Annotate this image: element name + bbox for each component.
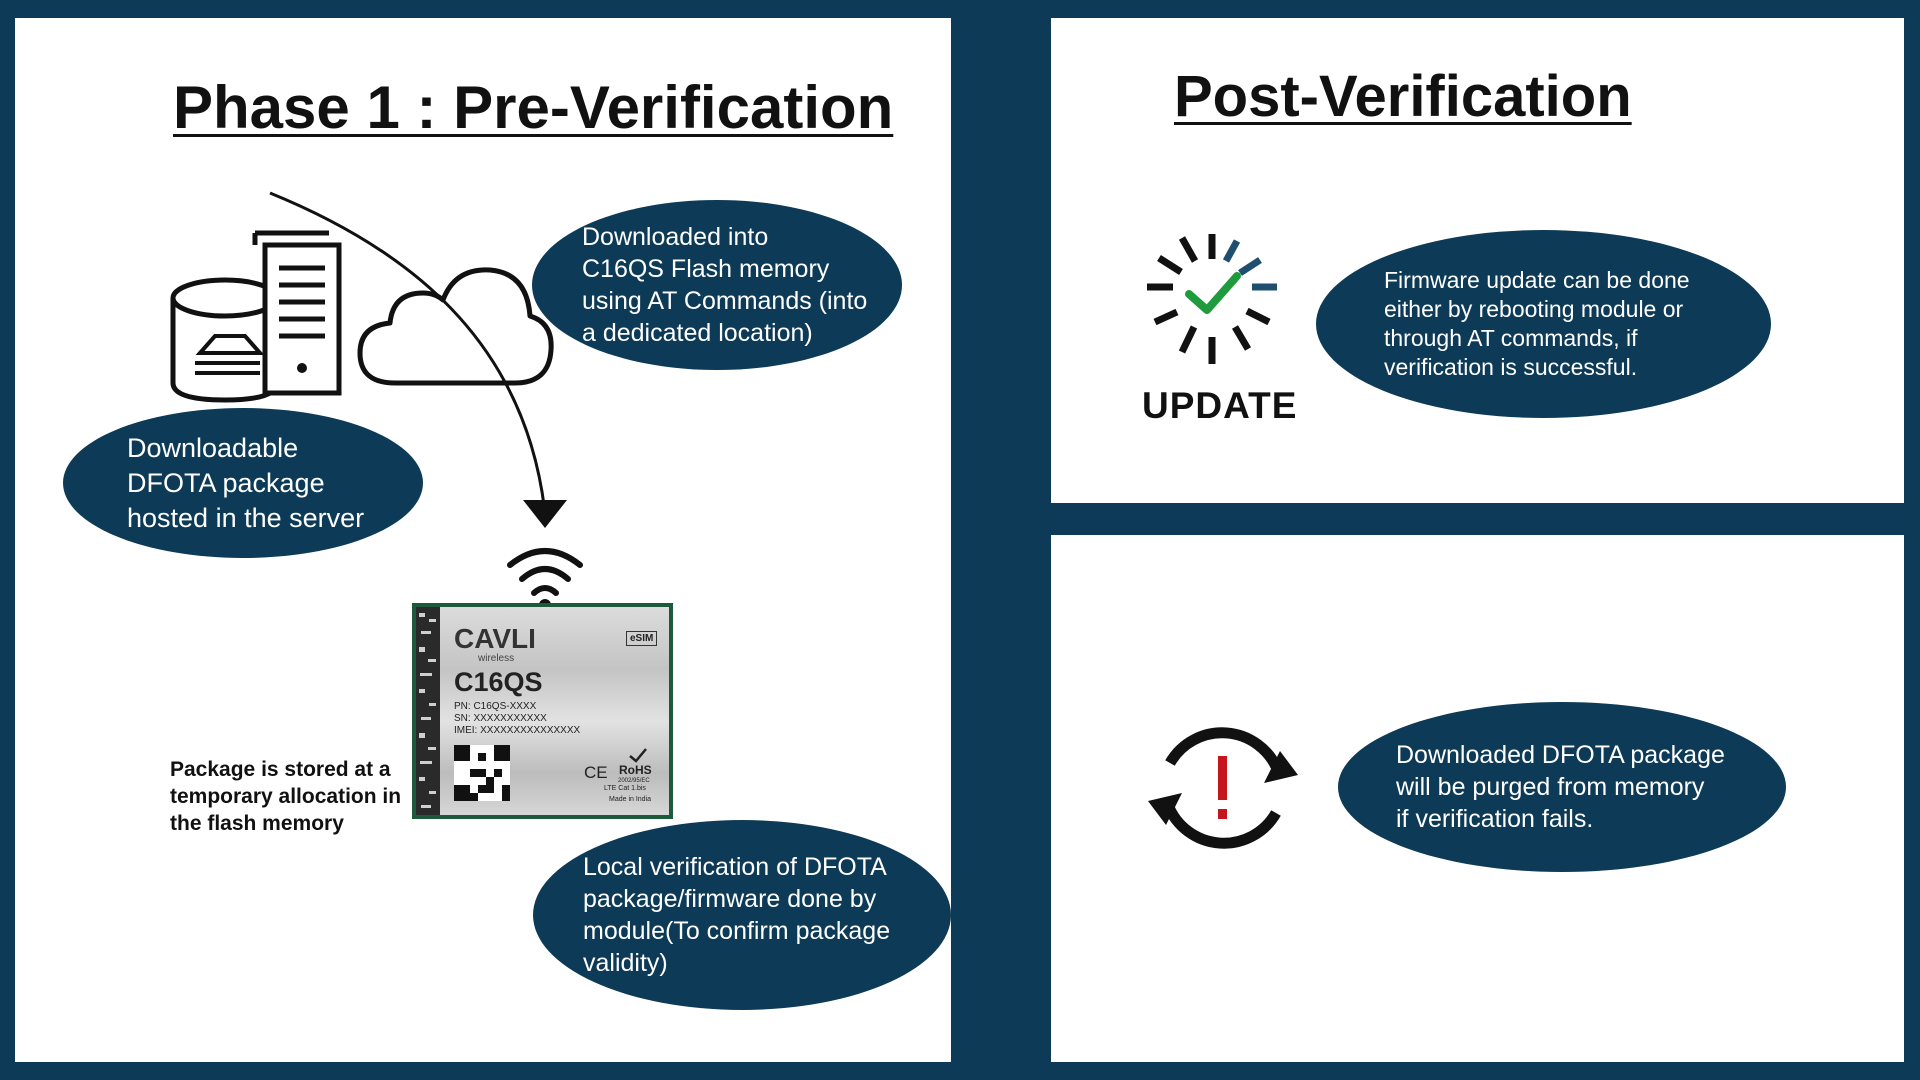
rohs-sub: 2002/95/EC bbox=[618, 778, 650, 784]
ce-mark: CE bbox=[584, 763, 608, 782]
pre-verification-panel: Phase 1 : Pre-Verification bbox=[15, 18, 951, 1062]
made-in: Made in India bbox=[609, 796, 652, 803]
failure-oval: Downloaded DFOTA package will be purged … bbox=[1338, 702, 1786, 872]
barcode-strip bbox=[416, 607, 440, 815]
verification-oval: Local verification of DFOTA package/firm… bbox=[533, 820, 951, 1010]
rohs-mark: RoHS bbox=[619, 763, 652, 777]
update-spinner-icon bbox=[1147, 234, 1277, 364]
post-verification-failure-panel: Downloaded DFOTA package will be purged … bbox=[1051, 535, 1904, 1062]
download-arrow bbox=[269, 191, 567, 528]
download-text: Downloaded into C16QS Flash memory using… bbox=[582, 223, 868, 347]
chip-imei: IMEI: XXXXXXXXXXXXXXX bbox=[454, 725, 581, 736]
server-package-text: Downloadable DFOTA package hosted in the… bbox=[127, 432, 365, 533]
server-icon bbox=[252, 230, 342, 396]
success-oval: Firmware update can be done either by re… bbox=[1316, 230, 1771, 418]
chip-brand-sub: wireless bbox=[478, 653, 515, 664]
module-label: CAVLI wireless eSIM C16QS PN: C16QS-XXXX… bbox=[416, 607, 669, 815]
update-label: UPDATE bbox=[1142, 385, 1298, 426]
download-oval: Downloaded into C16QS Flash memory using… bbox=[532, 200, 902, 370]
chip-brand: CAVLI bbox=[454, 623, 536, 654]
storage-note: Package is stored at a temporary allocat… bbox=[170, 758, 402, 835]
cloud-icon bbox=[357, 267, 554, 386]
chip-sn: SN: XXXXXXXXXXX bbox=[454, 713, 547, 724]
success-text: Firmware update can be done either by re… bbox=[1384, 267, 1690, 380]
lte-cat: LTE Cat 1.bis bbox=[604, 785, 646, 792]
phase1-title: Phase 1 : Pre-Verification bbox=[173, 74, 894, 141]
verification-text: Local verification of DFOTA package/firm… bbox=[583, 853, 891, 977]
chip-pn: PN: C16QS-XXXX bbox=[454, 701, 537, 712]
c16qs-module: CAVLI wireless eSIM C16QS PN: C16QS-XXXX… bbox=[412, 603, 673, 819]
server-package-oval: Downloadable DFOTA package hosted in the… bbox=[63, 408, 423, 558]
esim-badge: eSIM bbox=[626, 631, 658, 646]
checkmark-icon bbox=[629, 748, 647, 763]
failure-text: Downloaded DFOTA package will be purged … bbox=[1396, 741, 1725, 833]
post-verification-success-panel: Post-Verification UPDATE Firmware update… bbox=[1051, 18, 1904, 503]
sync-warning-icon bbox=[1148, 727, 1298, 849]
qr-code bbox=[454, 745, 510, 801]
database-icon bbox=[170, 277, 280, 403]
post-verification-title: Post-Verification bbox=[1174, 64, 1632, 129]
chip-model: C16QS bbox=[454, 667, 543, 697]
